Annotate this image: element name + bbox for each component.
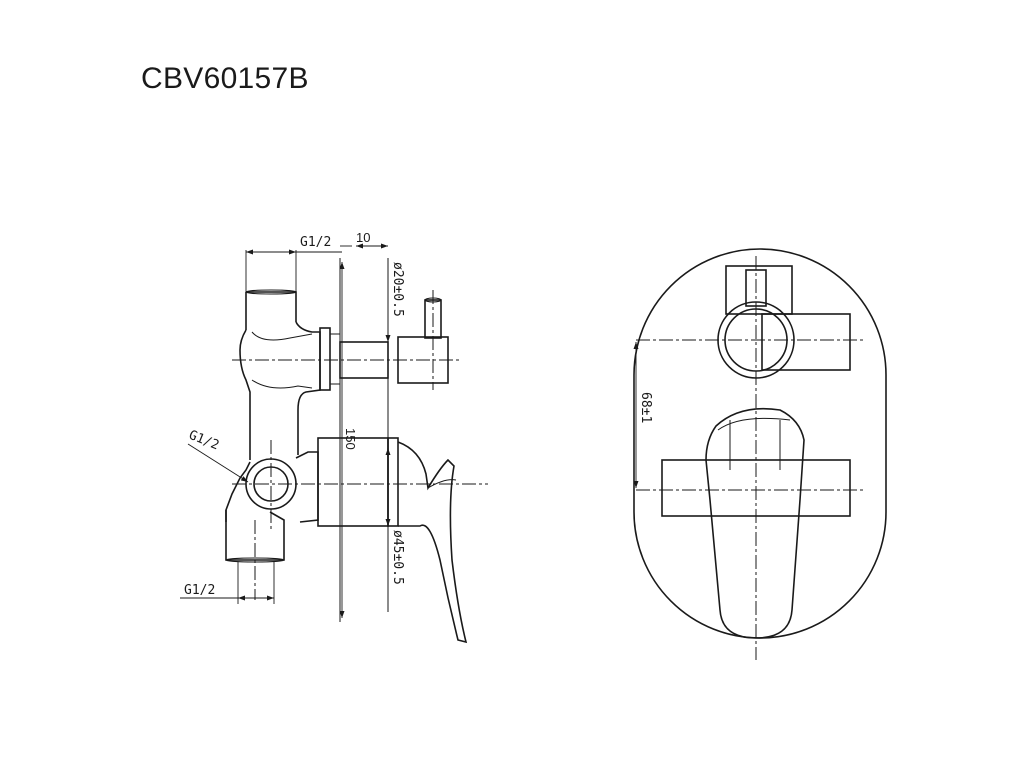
side-view: G1/2 10 ø20±0.5 150 G1/2 ø45±0.5 G1/2 [180, 230, 488, 644]
dim-d45: ø45±0.5 [390, 530, 405, 585]
dim-d20: ø20±0.5 [390, 262, 405, 317]
dim-g-half-top: G1/2 [300, 235, 331, 250]
dim-g-half-bottom: G1/2 [184, 583, 215, 598]
front-view: 68±1 [633, 248, 887, 660]
dim-68: 68±1 [638, 392, 653, 423]
dim-g-half-left: G1/2 [187, 428, 222, 454]
dim-ten: 10 [356, 230, 370, 245]
drawing-title: CBV60157B [141, 62, 309, 95]
dim-150: 150 [343, 428, 358, 450]
